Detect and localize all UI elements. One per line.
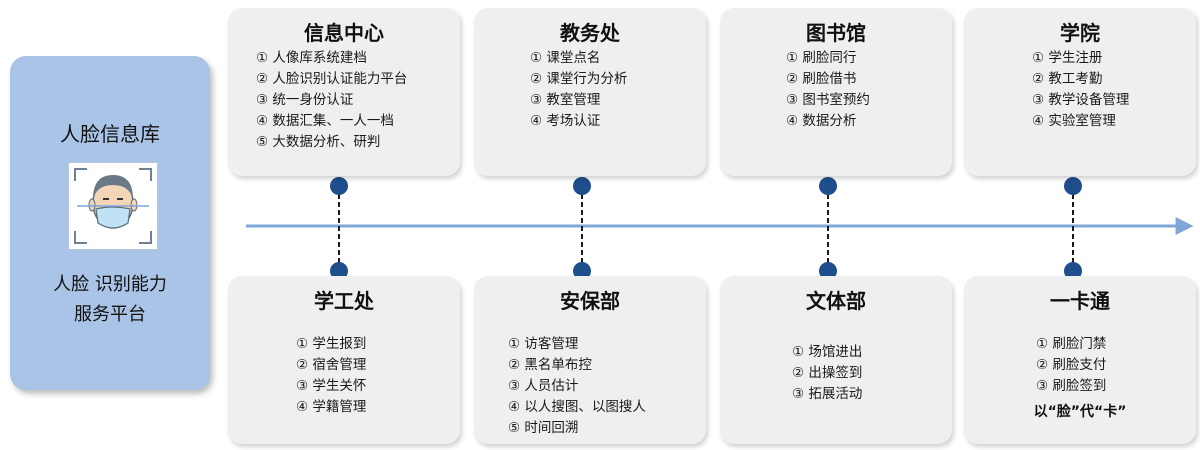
list-item: ② 刷脸借书 [786, 71, 857, 87]
list-item: ③ 统一身份认证 [256, 92, 354, 108]
dot-bottom-3 [819, 262, 837, 280]
card-list: ① 学生报到 ② 宿舍管理 ③ 学生关怀 ④ 学籍管理 [228, 334, 460, 418]
list-item: ① 学生报到 [296, 336, 367, 352]
list-item: ① 刷脸门禁 [1036, 336, 1107, 352]
list-item: ② 课堂行为分析 [530, 71, 628, 87]
card-title: 一卡通 [1050, 289, 1110, 313]
list-item: ② 教工考勤 [1032, 71, 1103, 87]
card-campus-card: 一卡通 ① 刷脸门禁 ② 刷脸支付 ③ 刷脸签到 以“脸”代“卡” [964, 276, 1196, 444]
list-item: ① 场馆进出 [792, 344, 863, 360]
card-list: ① 课堂点名 ② 课堂行为分析 ③ 教室管理 ④ 考场认证 [474, 48, 706, 132]
dot-bottom-1 [330, 262, 348, 280]
dot-top-1 [330, 177, 348, 195]
list-item: ③ 学生关怀 [296, 378, 367, 394]
card-title: 信息中心 [304, 21, 384, 45]
list-item: ④ 以人搜图、以图搜人 [508, 399, 646, 415]
list-item: ④ 实验室管理 [1032, 113, 1116, 129]
list-item: ② 出操签到 [792, 365, 863, 381]
list-item: ① 访客管理 [508, 336, 579, 352]
card-culture-sports: 文体部 ① 场馆进出 ② 出操签到 ③ 拓展活动 [720, 276, 952, 444]
card-student-affairs: 学工处 ① 学生报到 ② 宿舍管理 ③ 学生关怀 ④ 学籍管理 [228, 276, 460, 444]
platform-subtitle-line2: 服务平台 [74, 304, 146, 325]
face-platform-panel: 人脸信息库 人脸 识别能力 服务平台 [10, 56, 210, 390]
dot-top-3 [819, 177, 837, 195]
list-item: ③ 人员估计 [508, 378, 579, 394]
face-recognition-icon [68, 162, 158, 250]
list-item: ③ 刷脸签到 [1036, 378, 1107, 394]
card-library: 图书馆 ① 刷脸同行 ② 刷脸借书 ③ 图书室预约 ④ 数据分析 [720, 8, 952, 176]
list-item: ② 刷脸支付 [1036, 357, 1107, 373]
card-list: ① 访客管理 ② 黑名单布控 ③ 人员估计 ④ 以人搜图、以图搜人 ⑤ 时间回溯 [474, 334, 706, 439]
card-academic-affairs: 教务处 ① 课堂点名 ② 课堂行为分析 ③ 教室管理 ④ 考场认证 [474, 8, 706, 176]
card-security: 安保部 ① 访客管理 ② 黑名单布控 ③ 人员估计 ④ 以人搜图、以图搜人 ⑤ … [474, 276, 706, 444]
list-item: ① 课堂点名 [530, 50, 601, 66]
list-item: ② 宿舍管理 [296, 357, 367, 373]
dot-bottom-2 [573, 262, 591, 280]
card-title: 学工处 [314, 289, 374, 313]
platform-subtitle-line1: 人脸 识别能力 [53, 274, 167, 295]
list-item: ④ 考场认证 [530, 113, 601, 129]
dot-top-2 [573, 177, 591, 195]
list-item: ② 黑名单布控 [508, 357, 592, 373]
list-item: ④ 学籍管理 [296, 399, 367, 415]
list-item: ⑤ 大数据分析、研判 [256, 134, 381, 150]
platform-title: 人脸信息库 [60, 122, 160, 146]
card-title: 安保部 [560, 289, 620, 313]
card-college: 学院 ① 学生注册 ② 教工考勤 ③ 教学设备管理 ④ 实验室管理 [964, 8, 1196, 176]
platform-subtitle: 人脸 识别能力 服务平台 [10, 270, 210, 330]
card-list: ① 人像库系统建档 ② 人脸识别认证能力平台 ③ 统一身份认证 ④ 数据汇集、一… [228, 48, 460, 153]
card-title: 图书馆 [806, 21, 866, 45]
card-title: 学院 [1060, 21, 1100, 45]
list-item: ⑤ 时间回溯 [508, 420, 579, 436]
list-item: ③ 图书室预约 [786, 92, 870, 108]
card-list: ① 刷脸同行 ② 刷脸借书 ③ 图书室预约 ④ 数据分析 [720, 48, 952, 132]
list-item: ① 人像库系统建档 [256, 50, 367, 66]
list-item: ③ 教学设备管理 [1032, 92, 1130, 108]
dot-bottom-4 [1064, 262, 1082, 280]
list-item: ① 刷脸同行 [786, 50, 857, 66]
card-title: 文体部 [806, 289, 866, 313]
card-tagline: 以“脸”代“卡” [1033, 404, 1127, 420]
list-item: ④ 数据汇集、一人一档 [256, 113, 394, 129]
list-item: ③ 教室管理 [530, 92, 601, 108]
card-title: 教务处 [560, 21, 620, 45]
card-list: ① 场馆进出 ② 出操签到 ③ 拓展活动 [720, 342, 952, 405]
card-list: ① 刷脸门禁 ② 刷脸支付 ③ 刷脸签到 [964, 334, 1196, 397]
list-item: ② 人脸识别认证能力平台 [256, 71, 408, 87]
card-info-center: 信息中心 ① 人像库系统建档 ② 人脸识别认证能力平台 ③ 统一身份认证 ④ 数… [228, 8, 460, 176]
list-item: ③ 拓展活动 [792, 386, 863, 402]
list-item: ④ 数据分析 [786, 113, 857, 129]
list-item: ① 学生注册 [1032, 50, 1103, 66]
dot-top-4 [1064, 177, 1082, 195]
card-list: ① 学生注册 ② 教工考勤 ③ 教学设备管理 ④ 实验室管理 [964, 48, 1196, 132]
